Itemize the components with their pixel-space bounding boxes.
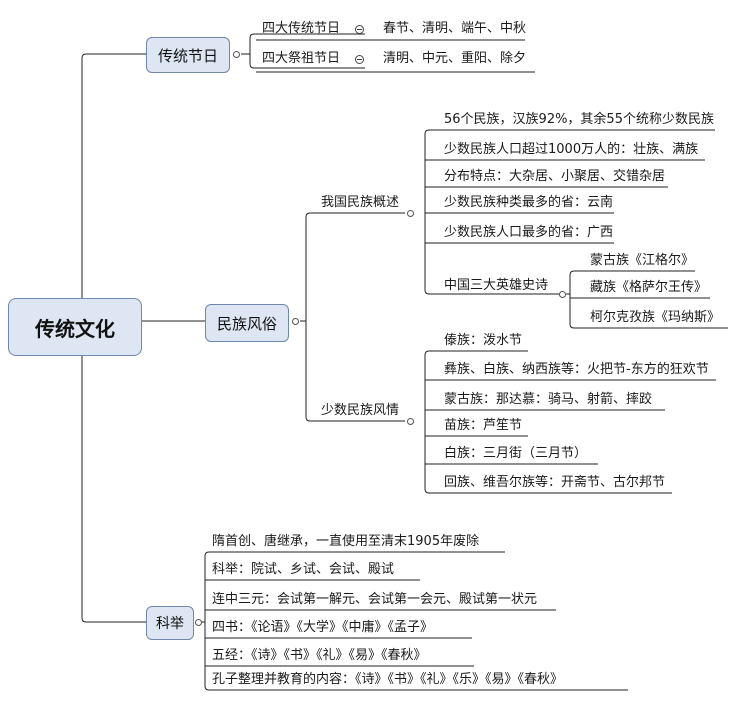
minority-item: 彝族、白族、纳西族等：火把节-东方的狂欢节 bbox=[444, 362, 709, 377]
customs-node[interactable]: 民族风俗 bbox=[205, 304, 289, 342]
collapse-dot-icon[interactable] bbox=[559, 291, 566, 298]
overview-item: 少数民族人口最多的省：广西 bbox=[444, 225, 614, 240]
collapse-dot-icon[interactable] bbox=[407, 210, 414, 217]
exam-item: 连中三元：会试第一解元、会试第一会元、殿试第一状元 bbox=[212, 592, 538, 607]
minority-item: 蒙古族：那达慕：骑马、射箭、摔跤 bbox=[444, 392, 653, 407]
exam-item: 四书：《论语》《大学》《中庸》《孟子》 bbox=[212, 620, 434, 635]
festival-name-1: 四大传统节日 bbox=[262, 21, 341, 36]
minority-item: 回族、维吾尔族等：开斋节、古尔邦节 bbox=[444, 475, 666, 490]
minority-item: 傣族：泼水节 bbox=[444, 333, 523, 348]
minority-item: 苗族：芦笙节 bbox=[444, 418, 523, 433]
overview-node[interactable]: 我国民族概述 bbox=[321, 195, 400, 210]
collapse-dot-icon[interactable] bbox=[233, 51, 240, 58]
overview-item: 少数民族人口超过1000万人的：壮族、满族 bbox=[444, 142, 699, 157]
exam-node[interactable]: 科举 bbox=[146, 606, 194, 640]
root-node[interactable]: 传统文化 bbox=[8, 298, 142, 356]
minus-icon bbox=[355, 25, 364, 34]
overview-item: 分布特点：大杂居、小聚居、交错杂居 bbox=[444, 169, 666, 184]
collapse-dot-icon[interactable] bbox=[195, 619, 202, 626]
minority-node[interactable]: 少数民族风情 bbox=[321, 403, 400, 418]
festival-name-2: 四大祭祖节日 bbox=[262, 51, 341, 66]
festival-value-2: 清明、中元、重阳、除夕 bbox=[383, 51, 527, 66]
collapse-dot-icon[interactable] bbox=[407, 418, 414, 425]
overview-item: 56个民族，汉族92%，其余55个统称少数民族 bbox=[444, 112, 714, 127]
collapse-dot-icon[interactable] bbox=[292, 318, 299, 325]
festival-value-1: 春节、清明、端午、中秋 bbox=[383, 21, 527, 36]
exam-item: 科举：院试、乡试、会试、殿试 bbox=[212, 562, 395, 577]
minority-item: 白族：三月街（三月节） bbox=[444, 446, 588, 461]
exam-item: 孔子整理并教育的内容：《诗》《书》《礼》《乐》《易》《春秋》 bbox=[212, 672, 564, 687]
festivals-node[interactable]: 传统节日 bbox=[146, 37, 230, 73]
epics-node[interactable]: 中国三大英雄史诗 bbox=[444, 278, 549, 293]
epic-item: 柯尔克孜族《玛纳斯》 bbox=[590, 310, 721, 325]
exam-item: 五经：《诗》《书》《礼》《易》《春秋》 bbox=[212, 648, 427, 663]
minus-icon bbox=[355, 55, 364, 64]
epic-item: 藏族《格萨尔王传》 bbox=[590, 280, 708, 295]
overview-item: 少数民族种类最多的省：云南 bbox=[444, 195, 614, 210]
epic-item: 蒙古族《江格尔》 bbox=[590, 253, 695, 268]
exam-item: 隋首创、唐继承，一直使用至清末1905年废除 bbox=[212, 534, 480, 549]
